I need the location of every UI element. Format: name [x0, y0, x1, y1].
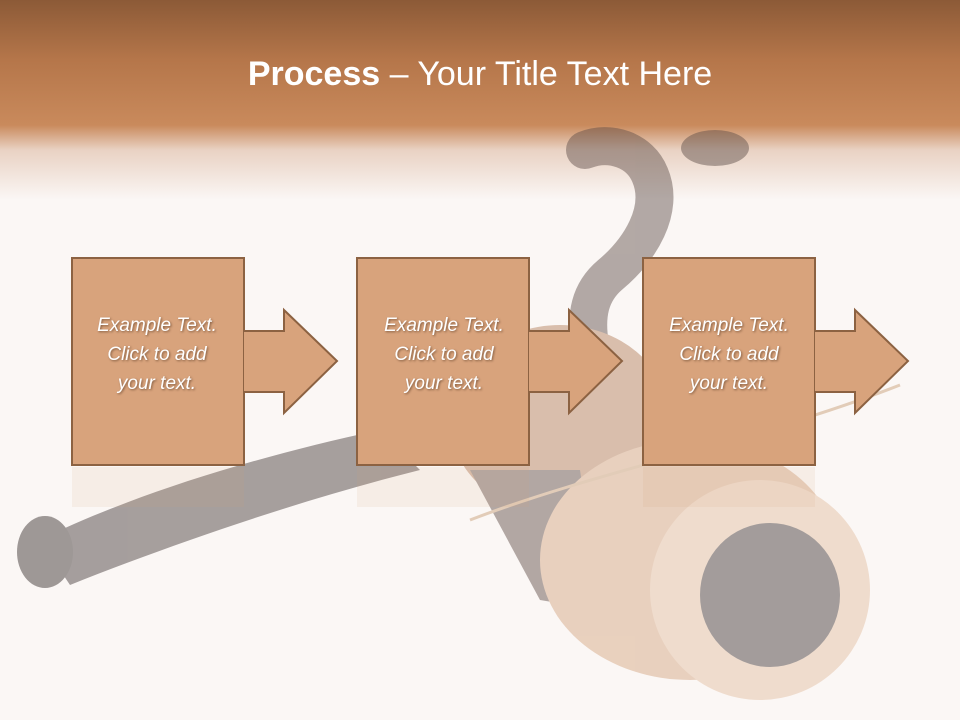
title-header-band [0, 0, 960, 200]
process-step-2-text[interactable]: Example Text. Click to add your text. [357, 311, 531, 398]
step-1-line-3: your text. [117, 373, 197, 394]
process-step-3-text[interactable]: Example Text. Click to add your text. [642, 311, 816, 398]
step-3-line-3: your text. [689, 373, 769, 394]
process-step-1-shape[interactable] [71, 257, 339, 466]
step-3-line-2: Click to add [679, 344, 779, 365]
step-2-line-2: Click to add [394, 344, 494, 365]
process-step-1-text[interactable]: Example Text. Click to add your text. [70, 311, 244, 398]
title-rest-part: – Your Title Text Here [380, 55, 713, 93]
step-2-line-1: Example Text. [384, 315, 504, 336]
step-2-line-3: your text. [404, 373, 484, 394]
process-step-3-shape[interactable] [642, 257, 910, 466]
title-bold-part: Process [247, 55, 381, 93]
step-3-line-1: Example Text. [669, 315, 789, 336]
process-step-2-shape[interactable] [356, 257, 624, 466]
step-1-line-2: Click to add [107, 344, 207, 365]
step-1-line-1: Example Text. [97, 315, 217, 336]
slide-title[interactable]: Process – Your Title Text Here [0, 52, 960, 96]
